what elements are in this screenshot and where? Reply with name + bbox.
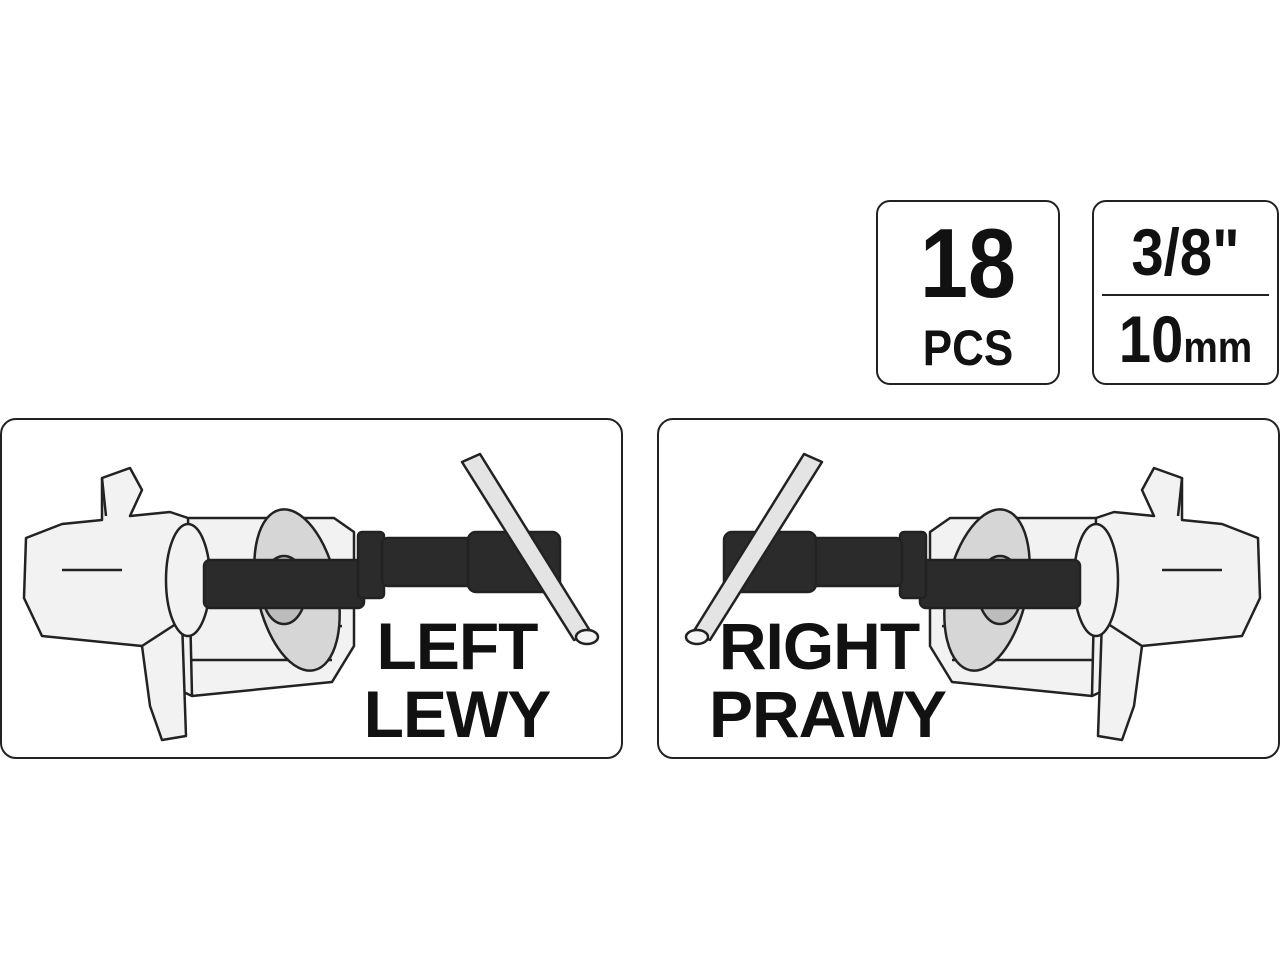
size-badge: 3/8" 10mm (1092, 200, 1279, 385)
left-label-polish: LEWY (363, 677, 552, 751)
size-divider (1102, 294, 1269, 296)
piston-wind-back-tool-icon (684, 452, 1082, 672)
quantity-badge: 18 PCS (876, 200, 1060, 385)
quantity-value: 18 (920, 208, 1016, 318)
hex-size-value: 10 (1118, 302, 1184, 376)
left-caliper-tool-illustration (22, 452, 600, 742)
right-label-polish: PRAWY (709, 677, 947, 751)
right-caliper-tool-illustration (684, 452, 1262, 742)
hex-size: 10mm (1105, 302, 1266, 395)
drive-size: 3/8" (1131, 215, 1240, 289)
right-label-english: RIGHT (718, 609, 920, 683)
hex-size-unit: mm (1183, 323, 1253, 372)
piston-wind-back-tool-icon (202, 452, 600, 672)
left-label-english: LEFT (376, 609, 539, 683)
quantity-unit: PCS (922, 320, 1014, 376)
left-orientation-panel: LEFT LEWY (0, 418, 623, 759)
right-orientation-panel: RIGHT PRAWY (657, 418, 1280, 759)
